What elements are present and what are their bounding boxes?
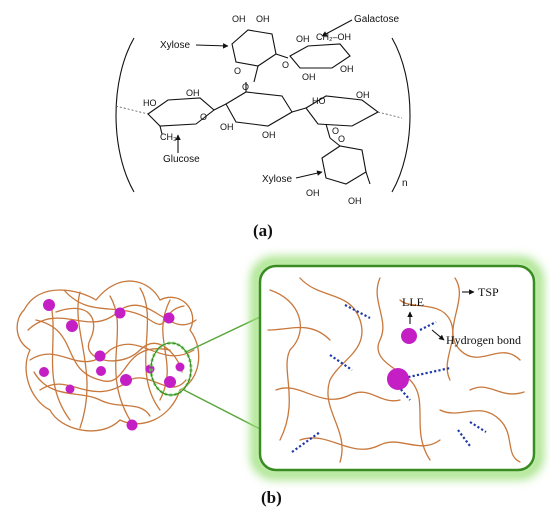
particle bbox=[94, 350, 106, 362]
zoom-connector-top bbox=[185, 315, 263, 353]
xylose-ring-top: OH OH O bbox=[231, 14, 289, 83]
particle bbox=[120, 374, 132, 386]
svg-text:O: O bbox=[234, 66, 241, 76]
particle bbox=[65, 384, 75, 394]
svg-text:OH: OH bbox=[262, 130, 276, 140]
glycosidic-bond-2 bbox=[291, 107, 307, 113]
svg-text:OH: OH bbox=[220, 122, 234, 132]
arrow-galactose bbox=[321, 19, 353, 37]
panel-a-label: (a) bbox=[253, 221, 273, 240]
label-xylose-top: Xylose bbox=[160, 40, 190, 51]
xylose-ring-bottom: OH OH O bbox=[306, 134, 371, 206]
svg-text:OH: OH bbox=[256, 14, 270, 24]
particle bbox=[175, 362, 185, 372]
hydrogen-bonds bbox=[291, 304, 487, 453]
panel-b-label: (b) bbox=[261, 488, 282, 507]
glucose-ring-right: HO OH O bbox=[305, 90, 380, 139]
label-tsp: TSP bbox=[478, 285, 499, 299]
glucose-ring-left: HO OH CH₃ O bbox=[143, 88, 215, 142]
arrow-xylose-bottom bbox=[295, 170, 323, 179]
svg-text:OH: OH bbox=[356, 90, 370, 100]
glycosidic-bond-1 bbox=[213, 103, 227, 111]
particle bbox=[114, 307, 126, 319]
particle bbox=[66, 320, 78, 332]
panel-b-network: LLE TSP Hydrogen bond bbox=[16, 257, 543, 479]
zoom-glow bbox=[251, 257, 543, 479]
svg-text:HO: HO bbox=[312, 96, 326, 106]
arrow-hydrogen-bond bbox=[431, 329, 445, 341]
arrow-xylose-top bbox=[195, 43, 229, 49]
svg-text:O: O bbox=[200, 112, 207, 122]
repeat-subscript: n bbox=[402, 178, 408, 189]
svg-text:CH₃: CH₃ bbox=[160, 132, 177, 142]
left-bracket bbox=[115, 37, 135, 193]
right-bracket bbox=[391, 37, 411, 193]
lle-particle-large bbox=[387, 368, 409, 390]
panel-a-structure: n HO OH CH₃ O OH OH O HO OH O bbox=[115, 14, 411, 206]
label-glucose: Glucose bbox=[163, 154, 200, 165]
svg-text:OH: OH bbox=[348, 196, 362, 206]
particle bbox=[163, 312, 175, 324]
svg-text:O: O bbox=[282, 60, 289, 70]
label-xylose-bottom: Xylose bbox=[262, 174, 292, 185]
label-lle: LLE bbox=[402, 295, 424, 309]
lle-particle-large bbox=[401, 328, 417, 344]
particle bbox=[96, 366, 106, 376]
svg-text:CH₂–OH: CH₂–OH bbox=[316, 32, 351, 42]
svg-text:OH: OH bbox=[302, 72, 316, 82]
svg-text:OH: OH bbox=[306, 188, 320, 198]
zoomed-strands bbox=[267, 277, 525, 463]
particle bbox=[43, 299, 55, 311]
svg-text:OH: OH bbox=[186, 88, 200, 98]
svg-text:O: O bbox=[338, 134, 345, 144]
svg-text:OH: OH bbox=[232, 14, 246, 24]
svg-text:OH: OH bbox=[296, 34, 310, 44]
galactose-ring: OH CH₂–OH OH OH O bbox=[282, 32, 354, 82]
zoom-frame bbox=[258, 264, 536, 472]
particle bbox=[126, 419, 138, 431]
dotted-bond-left bbox=[115, 105, 149, 115]
lle-particles bbox=[39, 299, 185, 431]
zoom-region-inner bbox=[150, 342, 192, 396]
svg-text:OH: OH bbox=[340, 64, 354, 74]
svg-text:HO: HO bbox=[143, 98, 157, 108]
zoom-connector-bottom bbox=[183, 389, 263, 431]
particle bbox=[39, 367, 49, 377]
label-hydrogen-bond: Hydrogen bond bbox=[446, 333, 521, 347]
svg-text:O: O bbox=[332, 126, 339, 136]
particle bbox=[164, 376, 176, 388]
label-galactose: Galactose bbox=[354, 14, 399, 25]
glucose-ring-center: OH OH O bbox=[220, 82, 293, 140]
dotted-bond-right bbox=[377, 111, 403, 119]
